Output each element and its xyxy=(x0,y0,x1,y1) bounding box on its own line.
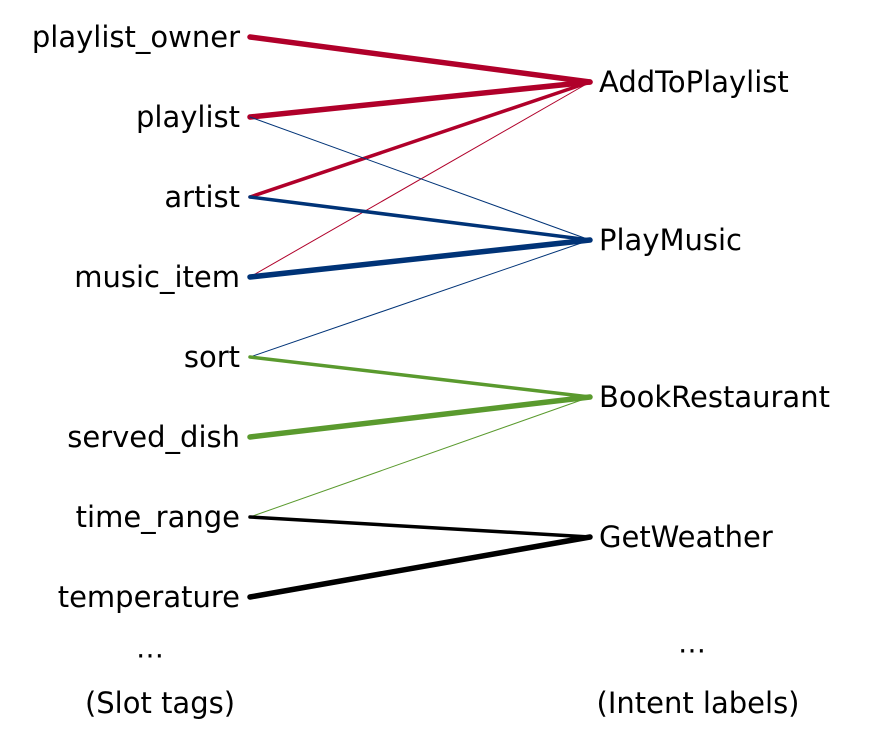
slots-caption: (Slot tags) xyxy=(85,686,235,720)
edge-playlist-to-playmusic xyxy=(249,116,591,241)
edge-playlist-owner-to-addtoplaylist xyxy=(247,34,593,85)
edge-playlist-to-addtoplaylist xyxy=(247,79,593,120)
slot-label-temperature: temperature xyxy=(58,580,240,614)
edge-temperature-to-getweather xyxy=(247,534,593,600)
slot-label-sort: sort xyxy=(184,340,240,374)
intent-label-getweather: GetWeather xyxy=(599,520,773,554)
intents-ellipsis: … xyxy=(678,627,706,660)
slot-label-music-item: music_item xyxy=(74,260,240,294)
edge-music-item-to-addtoplaylist xyxy=(249,81,591,278)
intent-label-addtoplaylist: AddToPlaylist xyxy=(599,65,789,99)
edge-artist-to-addtoplaylist xyxy=(248,80,592,199)
intent-labels-group: AddToPlaylistPlayMusicBookRestaurantGetW… xyxy=(599,65,830,554)
edge-time-range-to-getweather xyxy=(248,515,592,539)
slot-label-playlist-owner: playlist_owner xyxy=(32,20,240,54)
edge-sort-to-bookrestaurant xyxy=(248,355,592,399)
slot-label-served-dish: served_dish xyxy=(67,420,240,454)
slots-ellipsis: … xyxy=(136,632,164,665)
intent-label-bookrestaurant: BookRestaurant xyxy=(599,380,830,414)
slot-label-time-range: time_range xyxy=(76,500,240,534)
slot-labels-group: playlist_owner playlist artist music_itemso… xyxy=(32,20,240,614)
edge-sort-to-playmusic xyxy=(249,239,591,358)
edges-group xyxy=(247,34,593,600)
intent-label-playmusic: PlayMusic xyxy=(599,223,742,257)
slot-label-playlist: playlist xyxy=(136,100,240,134)
intents-caption: (Intent labels) xyxy=(597,686,800,720)
edge-artist-to-playmusic xyxy=(248,195,592,242)
edge-music-item-to-playmusic xyxy=(247,237,593,280)
edge-served-dish-to-bookrestaurant xyxy=(247,394,593,440)
edge-time-range-to-bookrestaurant xyxy=(249,396,591,518)
slot-label-artist: artist xyxy=(164,180,240,214)
